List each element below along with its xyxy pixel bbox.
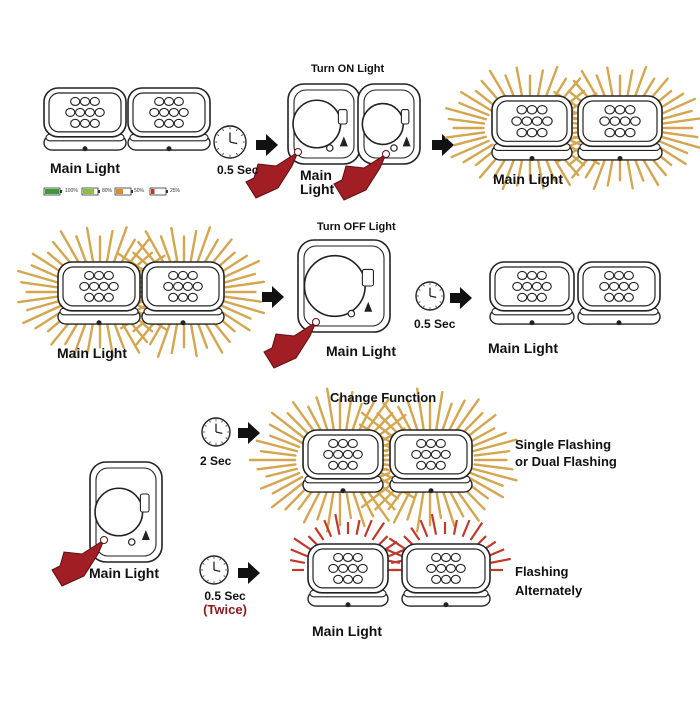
arrow-right-icon-r1b: [432, 134, 454, 156]
front-light-r1-d: [577, 95, 663, 162]
back-light-r1-a: [287, 83, 361, 165]
main-light-label-4: Main Light: [57, 345, 127, 361]
main-light-label-8: Main Light: [312, 623, 382, 639]
half-sec-label-3: 0.5 Sec: [204, 589, 246, 603]
clock-icon-r3b: [199, 555, 229, 585]
battery-icon-80: [81, 187, 100, 196]
front-light-r2-d: [577, 261, 661, 326]
half-sec-label-1: 0.5 Sec: [217, 163, 259, 177]
front-light-r2-a: [57, 261, 141, 326]
front-light-r2-b: [141, 261, 225, 326]
single-flashing-label-b: or Dual Flashing: [515, 454, 617, 469]
two-sec-label: 2 Sec: [200, 454, 232, 468]
front-light-r3-d: [401, 543, 491, 608]
front-light-r1-b: [127, 87, 211, 152]
front-light-r1-a: [43, 87, 127, 152]
arrow-right-icon-r1a: [256, 134, 278, 156]
flash-bars-r3-b: [384, 513, 511, 572]
arrow-right-icon-r2b: [450, 287, 472, 309]
back-light-r1-b: [357, 83, 421, 165]
back-light-r2: [297, 239, 391, 333]
clock-icon-r1: [213, 125, 247, 159]
front-light-r1-c: [491, 95, 573, 162]
battery-level-50: 50%: [134, 188, 145, 194]
flashing-alternately-label-b: Alternately: [515, 583, 583, 598]
battery-level-25: 25%: [170, 188, 181, 194]
battery-level-100: 100%: [65, 188, 78, 194]
front-light-r3-a: [302, 429, 384, 494]
battery-icon-25: [149, 187, 168, 196]
main-light-label-5: Main Light: [326, 343, 396, 359]
turn-on-title: Turn ON Light: [311, 63, 385, 75]
arrow-right-icon-r2a: [262, 286, 284, 308]
main-light-label-6: Main Light: [488, 340, 558, 356]
twice-label: (Twice): [203, 602, 247, 617]
hand-press-icon-r1a: [245, 148, 302, 199]
arrow-right-icon-r3b: [238, 562, 260, 584]
main-light-label-3: Main Light: [493, 171, 563, 187]
front-light-r2-c: [489, 261, 575, 326]
main-light-label-2a: Main: [300, 167, 332, 183]
change-function-title: Change Function: [330, 390, 437, 405]
main-light-label-7: Main Light: [89, 565, 159, 581]
arrow-right-icon-r3a: [238, 422, 260, 444]
battery-icon-50: [114, 187, 133, 196]
battery-level-80: 80%: [102, 188, 113, 194]
front-light-r3-b: [389, 429, 473, 494]
back-light-r3: [89, 461, 163, 563]
turn-off-title: Turn OFF Light: [317, 221, 396, 233]
front-light-r3-c: [307, 543, 389, 608]
battery-icon-100: [43, 187, 62, 196]
flashing-alternately-label-a: Flashing: [515, 564, 569, 579]
clock-icon-r2: [415, 281, 445, 311]
half-sec-label-2: 0.5 Sec: [414, 317, 456, 331]
single-flashing-label-a: Single Flashing: [515, 437, 612, 452]
main-light-label-2b: Light: [300, 181, 335, 197]
hand-press-icon-r3: [51, 536, 108, 587]
clock-icon-r3a: [201, 417, 231, 447]
main-light-label-1: Main Light: [50, 160, 120, 176]
hand-press-icon-r2: [263, 318, 320, 369]
hand-press-icon-r1b: [333, 150, 390, 201]
